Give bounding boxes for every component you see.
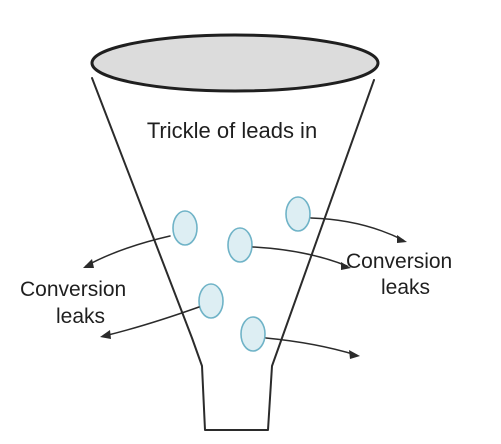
- arrowhead-icon: [349, 350, 360, 359]
- leak-arrow-left-upper: [85, 235, 171, 267]
- arrowhead-icon: [100, 330, 111, 339]
- funnel-shape: [91, 77, 375, 431]
- funnel-top-text: Trickle of leads in: [147, 118, 317, 143]
- arrowhead-icon: [397, 235, 407, 243]
- funnel-outline: [91, 77, 375, 431]
- leak-arrow-right-upper: [310, 217, 404, 241]
- right-leak-label-line-2: leaks: [381, 276, 430, 299]
- leak-arrow-center: [252, 246, 348, 267]
- leak-hole: [285, 196, 311, 232]
- leak-arrows: [83, 217, 407, 359]
- leak-holes: [172, 196, 311, 352]
- left-leak-label-line-1: Conversion: [20, 278, 126, 301]
- leak-hole: [198, 283, 224, 319]
- leak-hole: [227, 227, 253, 263]
- arrowhead-icon: [341, 262, 351, 270]
- funnel-rim: [90, 33, 380, 93]
- arrowhead-icon: [83, 259, 94, 268]
- leak-arrow-right-lower: [265, 337, 357, 356]
- right-leak-label-line-1: Conversion: [346, 250, 452, 273]
- left-leak-label-line-2: leaks: [56, 305, 105, 328]
- leak-hole: [240, 316, 266, 352]
- leak-arrow-left-lower: [103, 306, 200, 337]
- right-leak-label: Conversion leaks: [346, 250, 452, 299]
- leak-hole: [172, 210, 198, 246]
- left-leak-label: Conversion leaks: [20, 278, 126, 328]
